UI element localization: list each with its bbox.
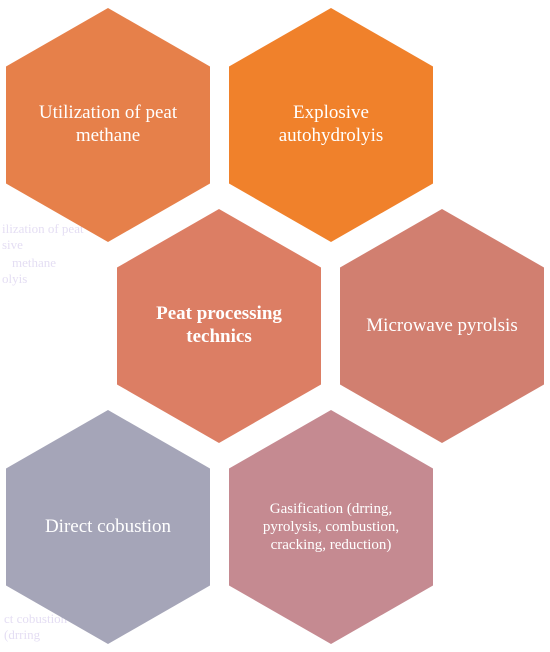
hexagon-gasification: Gasification (drring, pyrolysis, combust…: [229, 410, 433, 644]
hexagon-label: Direct cobustion: [44, 515, 172, 537]
ghost-text: ilization of peat: [2, 221, 84, 236]
hexagon-label: Microwave pyrolsis: [366, 314, 518, 336]
ghost-text: sive: [2, 237, 23, 252]
hexagon-direct-combustion: Direct cobustion: [6, 410, 210, 644]
hexagon-label-center: Peat processing technics: [156, 303, 282, 347]
ghost-text: methane: [12, 255, 57, 270]
hexagon-explosive-autohydrolysis: Explosive autohydrolyis: [229, 8, 433, 242]
ghost-text: (drring: [4, 627, 41, 642]
ghost-text: olyis: [2, 271, 28, 286]
hexagon-label: Utilization of peat methane: [38, 102, 178, 146]
hexagon-peat-methane: Utilization of peat methane: [6, 8, 210, 242]
hexagon-microwave-pyrolysis: Microwave pyrolsis: [340, 209, 544, 443]
hexagon-peat-processing: Peat processing technics: [117, 209, 321, 443]
hexagon-label: Explosive autohydrolyis: [278, 102, 384, 146]
ghost-text: ct cobustion: [4, 611, 68, 626]
hexagon-label: Gasification (drring, pyrolysis, combust…: [262, 501, 400, 553]
